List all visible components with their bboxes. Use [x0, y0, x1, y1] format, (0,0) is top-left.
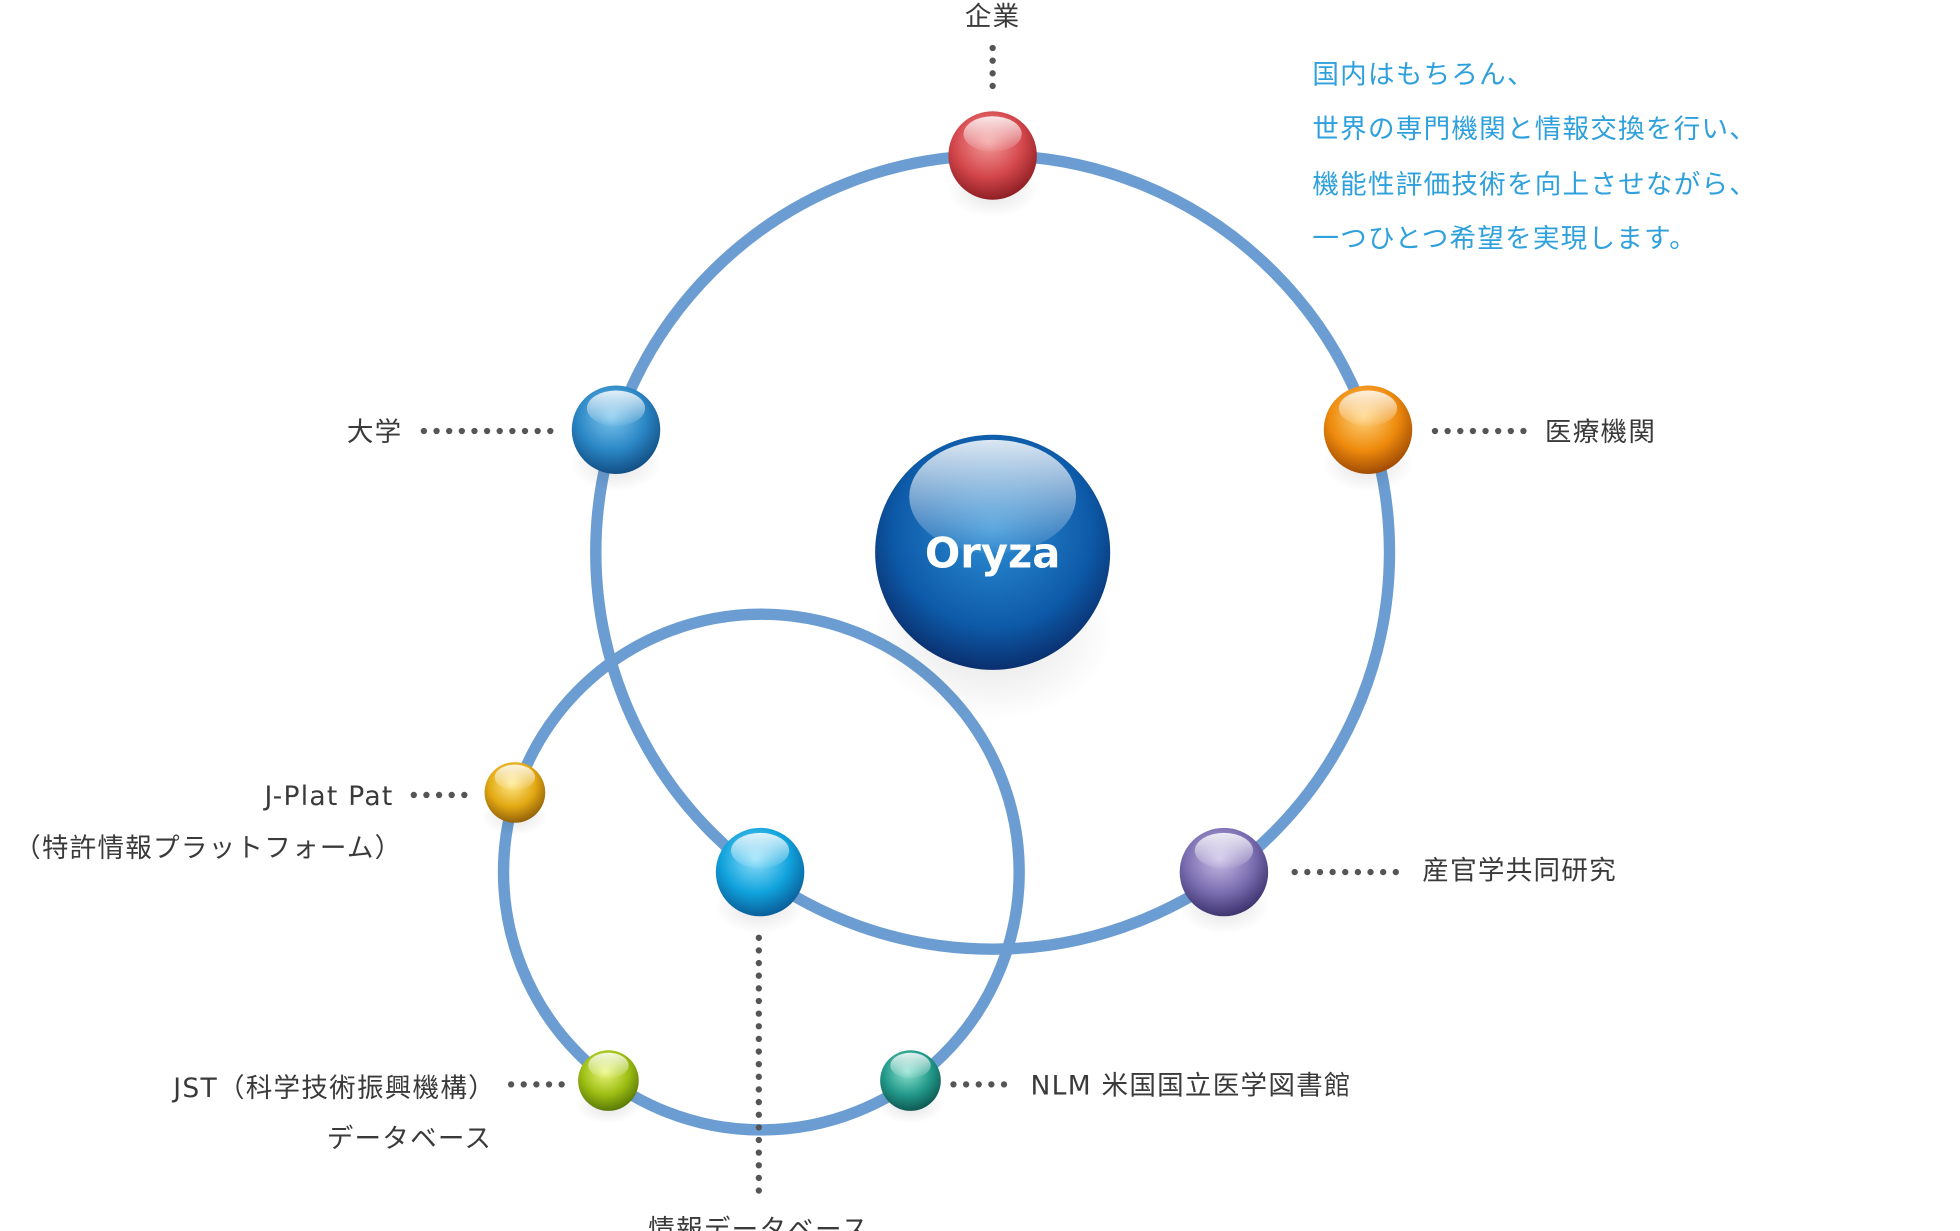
node-jplat — [482, 762, 548, 836]
inner-ring — [497, 608, 1025, 1136]
node-company — [947, 111, 1039, 218]
oryza-core: Oryza — [872, 434, 1113, 721]
label-jst-sub: データベース — [327, 1124, 492, 1155]
message-line: 一つひとつ希望を実現します。 — [1312, 224, 1697, 255]
label-jplat-sub: （特許情報プラットフォーム） — [14, 833, 402, 864]
center-label: Oryza — [925, 528, 1061, 577]
label-jst: JST（科学技術振興機構） — [171, 1073, 496, 1104]
label-info-db: 情報データベース — [648, 1215, 869, 1231]
node-jst — [575, 1050, 642, 1124]
node-info-db — [714, 827, 806, 934]
label-company: 企業 — [965, 1, 1021, 32]
node-medical — [1322, 385, 1414, 492]
node-university — [570, 385, 662, 492]
label-nlm: NLM 米国国立医学図書館 — [1031, 1071, 1352, 1102]
label-medical: 医療機関 — [1545, 417, 1656, 448]
node-joint-research — [1178, 827, 1270, 934]
node-nlm — [877, 1050, 944, 1124]
message-line: 世界の専門機関と情報交換を行い、 — [1312, 114, 1757, 145]
message-line: 国内はもちろん、 — [1312, 59, 1534, 90]
label-jplat: J-Plat Pat — [263, 781, 394, 812]
label-university: 大学 — [347, 417, 403, 448]
mission-message: 国内はもちろん、 世界の専門機関と情報交換を行い、 機能性評価技術を向上させなが… — [1312, 59, 1757, 255]
message-line: 機能性評価技術を向上させながら、 — [1312, 169, 1757, 200]
label-joint-research: 産官学共同研究 — [1422, 856, 1617, 887]
